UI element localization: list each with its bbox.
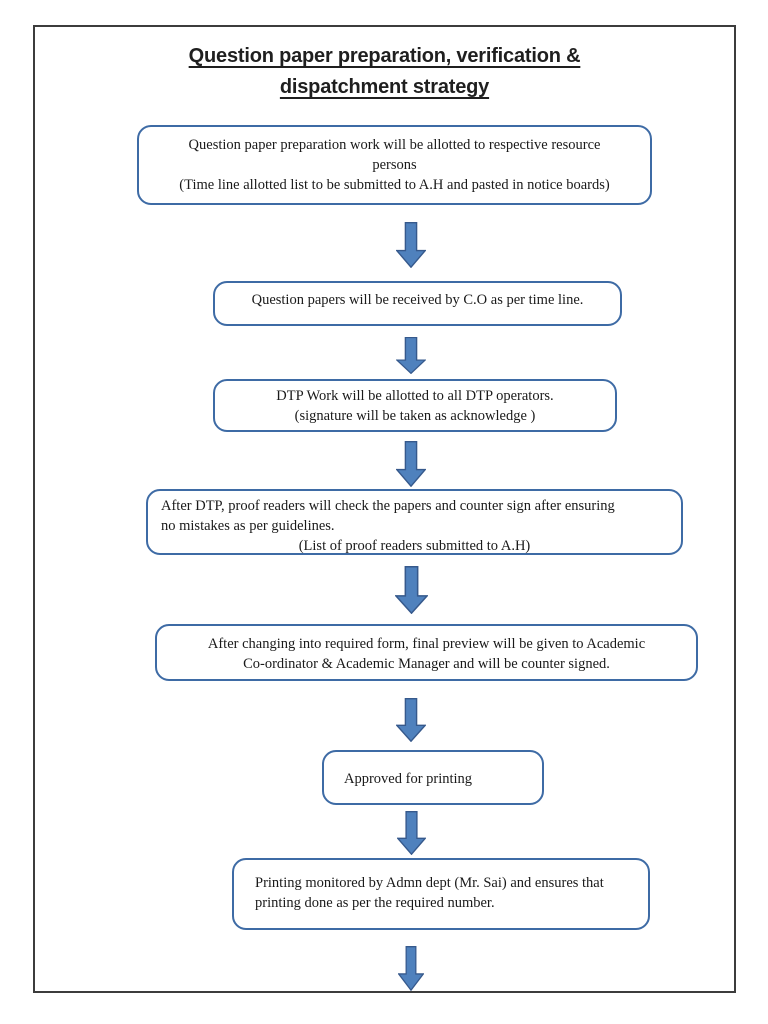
down-arrow-icon	[397, 811, 426, 855]
flow-box-text-line: (signature will be taken as acknowledge …	[294, 408, 536, 424]
page-title-line-1: Question paper preparation, verification…	[188, 45, 581, 67]
flow-box-papers-received: Question papers will be received by C.O …	[213, 281, 622, 326]
flow-box-text-line: Question papers will be received by C.O …	[251, 292, 584, 308]
flow-box-text-line: printing done as per the required number…	[255, 895, 495, 911]
down-arrow-icon	[395, 566, 428, 614]
flow-box-printing-monitoring: Printing monitored by Admn dept (Mr. Sai…	[232, 858, 650, 930]
flow-box-text-line: DTP Work will be allotted to all DTP ope…	[276, 388, 554, 404]
down-arrow-icon	[398, 946, 424, 991]
flow-box-dtp-work: DTP Work will be allotted to all DTP ope…	[213, 379, 617, 432]
page-title: Question paper preparation, verification…	[33, 41, 736, 103]
flow-box-approved: Approved for printing	[322, 750, 544, 805]
flow-box-text-line: Co-ordinator & Academic Manager and will…	[243, 656, 610, 672]
down-arrow-icon	[396, 698, 426, 742]
flow-box-text-line: Question paper preparation work will be …	[188, 137, 601, 153]
down-arrow-icon	[396, 441, 426, 487]
flow-box-text-line: (Time line allotted list to be submitted…	[179, 177, 610, 193]
down-arrow-icon	[396, 337, 426, 374]
flow-box-text-line: Printing monitored by Admn dept (Mr. Sai…	[255, 875, 604, 891]
flow-box-text-line: After DTP, proof readers will check the …	[161, 498, 615, 514]
flow-box-proof-reading: After DTP, proof readers will check the …	[146, 489, 683, 555]
flow-box-text-line: persons	[372, 157, 417, 173]
flow-box-text-line: After changing into required form, final…	[207, 636, 646, 652]
flow-box-text-line: (List of proof readers submitted to A.H)	[298, 538, 531, 554]
flow-box-final-preview: After changing into required form, final…	[155, 624, 698, 681]
flow-box-text-line: Approved for printing	[344, 771, 473, 787]
flow-box-preparation-allotment: Question paper preparation work will be …	[137, 125, 652, 205]
down-arrow-icon	[396, 222, 426, 268]
page-title-line-2: dispatchment strategy	[279, 76, 490, 98]
flow-box-text-line: no mistakes as per guidelines.	[161, 518, 335, 534]
